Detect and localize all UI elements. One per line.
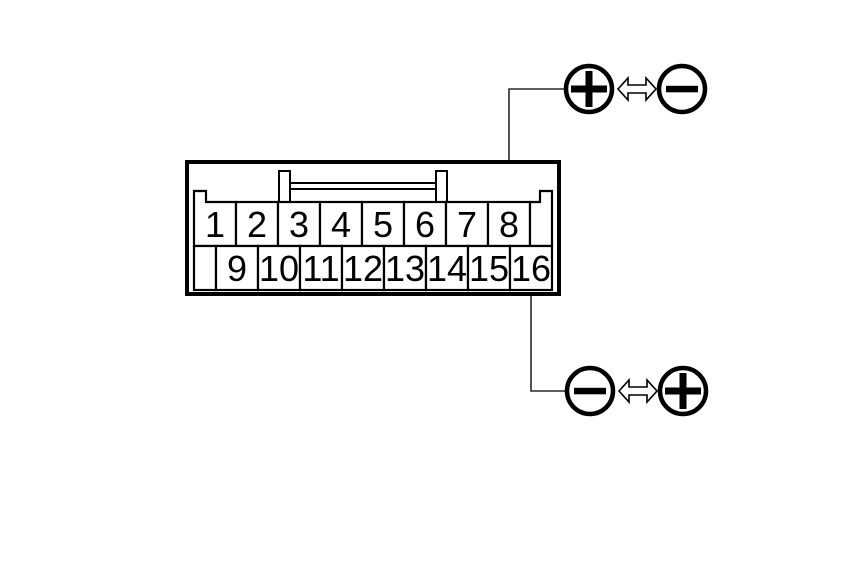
pin-cell-11 — [298, 244, 344, 292]
minus-icon — [574, 387, 606, 395]
pin-cell-6 — [402, 200, 448, 248]
pin-label-13: 13 — [385, 248, 425, 289]
plus-icon — [665, 373, 701, 409]
pin-row-bottom: 9 10 11 12 13 14 15 16 — [192, 244, 554, 292]
pin-label-8: 8 — [499, 204, 519, 245]
pin-cell-14 — [424, 244, 470, 292]
plus-icon — [571, 71, 607, 107]
latch-bar — [288, 182, 438, 190]
polarity-annotation-top — [563, 63, 708, 115]
pin-cell-8 — [486, 200, 532, 248]
latch-tab-left — [278, 170, 291, 203]
lead-line-pin16-to-minus — [530, 290, 567, 392]
pin-label-6: 6 — [415, 204, 435, 245]
pin-label-15: 15 — [469, 248, 509, 289]
pin-label-9: 9 — [227, 248, 247, 289]
pin-label-5: 5 — [373, 204, 393, 245]
pin-label-10: 10 — [259, 248, 299, 289]
pin-cell-16 — [508, 244, 554, 292]
pin-label-14: 14 — [427, 248, 467, 289]
end-cavity-bottom-left — [192, 244, 218, 292]
pin-cell-9 — [214, 244, 260, 292]
double-arrow-icon — [617, 377, 659, 405]
pin-label-3: 3 — [289, 204, 309, 245]
pin-label-2: 2 — [247, 204, 267, 245]
pin-label-4: 4 — [331, 204, 351, 245]
double-arrow-icon — [616, 75, 658, 103]
pin-cell-10 — [256, 244, 302, 292]
pin-label-11: 11 — [302, 248, 339, 289]
connector-housing: 1 2 3 4 5 6 7 8 9 10 — [185, 160, 561, 296]
minus-icon — [666, 85, 698, 93]
pin-label-16: 16 — [511, 248, 551, 289]
pin-label-7: 7 — [457, 204, 477, 245]
pin-label-1: 1 — [205, 204, 225, 245]
pin-label-12: 12 — [343, 248, 383, 289]
pin-cell-13 — [382, 244, 428, 292]
pin-cell-12 — [340, 244, 386, 292]
latch-tab-right — [435, 170, 448, 203]
pin-row-top: 1 2 3 4 5 6 7 8 — [192, 189, 554, 248]
polarity-annotation-bottom — [564, 365, 709, 417]
